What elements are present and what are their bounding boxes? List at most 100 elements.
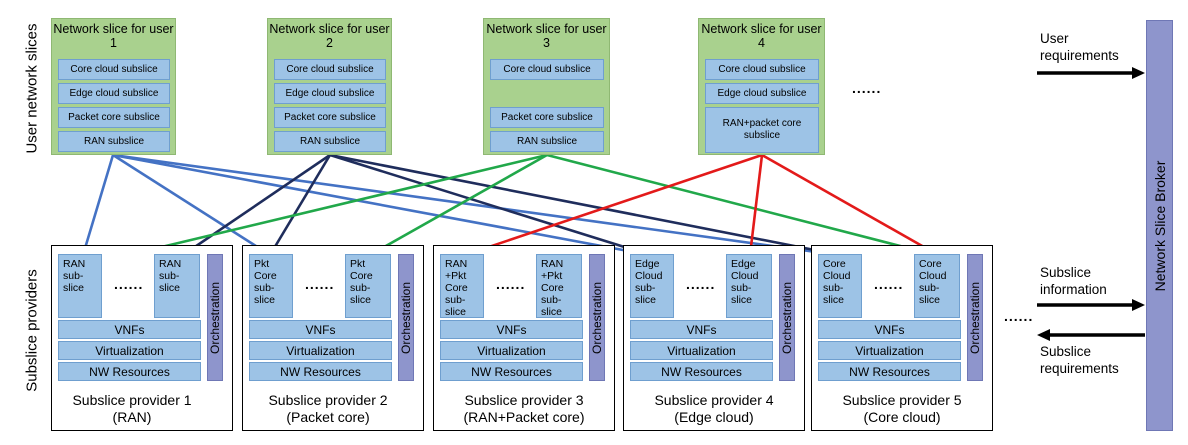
ellipsis: ...... bbox=[114, 276, 144, 292]
subslice-box: Core cloud subslice bbox=[274, 59, 386, 80]
user-slice-title: Network slice for user 2 bbox=[269, 22, 390, 50]
network-slice-broker-bar: Network Slice Broker bbox=[1146, 20, 1173, 431]
line-u4-p3 bbox=[464, 153, 763, 257]
provider-name: Subslice provider 1 bbox=[72, 392, 192, 408]
subslice-box: Edge cloud subslice bbox=[705, 83, 819, 104]
orchestration-bar: Orchestration bbox=[398, 254, 414, 381]
provider-name: Subslice provider 3 bbox=[464, 392, 584, 408]
user4-lines bbox=[464, 153, 939, 257]
provider-type: (RAN) bbox=[112, 409, 152, 425]
provider-name: Subslice provider 5 bbox=[842, 392, 962, 408]
line-u2-p5 bbox=[329, 153, 841, 257]
orchestration-bar: Orchestration bbox=[207, 254, 223, 381]
provider-type: (Core cloud) bbox=[863, 409, 941, 425]
orchestration-label: Orchestration bbox=[208, 281, 222, 354]
line-u1-p1 bbox=[81, 154, 115, 256]
subslice-box: RAN subslice bbox=[490, 131, 604, 152]
ellipsis: ...... bbox=[874, 276, 904, 292]
ellipsis: ...... bbox=[496, 276, 526, 292]
line-u3-p1 bbox=[127, 153, 548, 257]
subslice-information-label: Subslice information bbox=[1040, 265, 1107, 297]
orchestration-bar: Orchestration bbox=[967, 254, 983, 381]
nw-resources-layer: NW Resources bbox=[440, 362, 583, 381]
user2-lines bbox=[182, 153, 841, 257]
user-requirements-label: User requirements bbox=[1040, 31, 1119, 63]
provider-subslice-right: RAN sub-slice bbox=[154, 254, 200, 318]
user-slice-title: Network slice for user 4 bbox=[701, 22, 822, 50]
line-u4-p5 bbox=[761, 153, 939, 257]
subslice-box: Core cloud subslice bbox=[705, 59, 819, 80]
user3-lines bbox=[127, 153, 936, 257]
virtualization-layer: Virtualization bbox=[630, 341, 773, 360]
subslice-box: RAN+packet core subslice bbox=[705, 107, 819, 153]
provider-subslice-right: Core Cloud sub-slice bbox=[914, 254, 960, 318]
line-u1-p5 bbox=[112, 153, 839, 257]
subslice-box: Packet core subslice bbox=[490, 107, 604, 128]
vnfs-layer: VNFs bbox=[249, 320, 392, 339]
provider-subslice-left: Edge Cloud sub-slice bbox=[630, 254, 674, 318]
vnfs-layer: VNFs bbox=[818, 320, 961, 339]
line-u2-p2 bbox=[268, 154, 332, 256]
subslice-box: Edge cloud subslice bbox=[274, 83, 386, 104]
provider-name: Subslice provider 4 bbox=[654, 392, 774, 408]
subslice-requirements-arrow bbox=[1037, 329, 1145, 341]
user1-lines bbox=[81, 153, 839, 257]
subslice-provider-5: Core Cloud sub-slice ...... Core Cloud s… bbox=[811, 245, 993, 431]
subslice-box: Edge cloud subslice bbox=[58, 83, 170, 104]
provider-subslice-left: RAN sub-slice bbox=[58, 254, 102, 318]
subslice-box: Core cloud subslice bbox=[490, 59, 604, 80]
provider-subslice-left: RAN +Pkt Core sub-slice bbox=[440, 254, 484, 318]
ellipsis: ...... bbox=[686, 276, 716, 292]
network-slice-broker-label: Network Slice Broker bbox=[1151, 160, 1168, 291]
provider-subslice-left: Pkt Core sub-slice bbox=[249, 254, 293, 318]
line-u3-p5 bbox=[546, 153, 936, 257]
virtualization-layer: Virtualization bbox=[58, 341, 201, 360]
provider-type: (Edge cloud) bbox=[674, 409, 754, 425]
user-slice-title: Network slice for user 3 bbox=[486, 22, 607, 50]
subslice-provider-4: Edge Cloud sub-slice ...... Edge Cloud s… bbox=[623, 245, 805, 431]
more-user-slices-ellipsis: ...... bbox=[852, 80, 882, 96]
virtualization-layer: Virtualization bbox=[440, 341, 583, 360]
provider-type: (Packet core) bbox=[286, 409, 370, 425]
orchestration-label: Orchestration bbox=[399, 281, 413, 354]
user-slice-title: Network slice for user 1 bbox=[53, 22, 174, 50]
orchestration-label: Orchestration bbox=[968, 281, 982, 354]
nw-resources-layer: NW Resources bbox=[58, 362, 201, 381]
more-providers-ellipsis: ...... bbox=[1004, 308, 1034, 324]
provider-subslice-right: Edge Cloud sub-slice bbox=[726, 254, 772, 318]
vnfs-layer: VNFs bbox=[58, 320, 201, 339]
nw-resources-layer: NW Resources bbox=[818, 362, 961, 381]
subslice-provider-1: RAN sub-slice ...... RAN sub-slice VNFs … bbox=[51, 245, 233, 431]
line-u2-p4 bbox=[329, 153, 651, 257]
line-u1-p2 bbox=[112, 153, 271, 257]
user-slice-2: Network slice for user 2 Core cloud subs… bbox=[267, 18, 392, 155]
line-u2-p1 bbox=[182, 153, 331, 257]
orchestration-label: Orchestration bbox=[780, 281, 794, 354]
nw-resources-layer: NW Resources bbox=[249, 362, 392, 381]
provider-subslice-left: Core Cloud sub-slice bbox=[818, 254, 862, 318]
subslice-box: RAN subslice bbox=[58, 131, 170, 152]
user-slice-1: Network slice for user 1 Core cloud subs… bbox=[51, 18, 176, 155]
line-u4-p4 bbox=[748, 154, 764, 256]
line-u1-p4 bbox=[112, 153, 651, 257]
user-requirements-arrow bbox=[1037, 67, 1145, 79]
subslice-provider-3: RAN +Pkt Core sub-slice ...... RAN +Pkt … bbox=[433, 245, 615, 431]
virtualization-layer: Virtualization bbox=[249, 341, 392, 360]
ellipsis: ...... bbox=[305, 276, 335, 292]
subslice-box: Core cloud subslice bbox=[58, 59, 170, 80]
subslice-box: RAN subslice bbox=[274, 131, 386, 152]
user-slice-3: Network slice for user 3 Core cloud subs… bbox=[483, 18, 610, 155]
orchestration-bar: Orchestration bbox=[589, 254, 605, 381]
nw-resources-layer: NW Resources bbox=[630, 362, 773, 381]
subslice-information-arrow bbox=[1037, 299, 1145, 311]
vnfs-layer: VNFs bbox=[440, 320, 583, 339]
subslice-requirements-label: Subslice requirements bbox=[1040, 344, 1119, 376]
subslice-box: Packet core subslice bbox=[274, 107, 386, 128]
subslice-provider-2: Pkt Core sub-slice ...... Pkt Core sub-s… bbox=[242, 245, 424, 431]
provider-name: Subslice provider 2 bbox=[268, 392, 388, 408]
orchestration-bar: Orchestration bbox=[779, 254, 795, 381]
subslice-box: Packet core subslice bbox=[58, 107, 170, 128]
vnfs-layer: VNFs bbox=[630, 320, 773, 339]
user-slice-4: Network slice for user 4 Core cloud subs… bbox=[698, 18, 825, 155]
